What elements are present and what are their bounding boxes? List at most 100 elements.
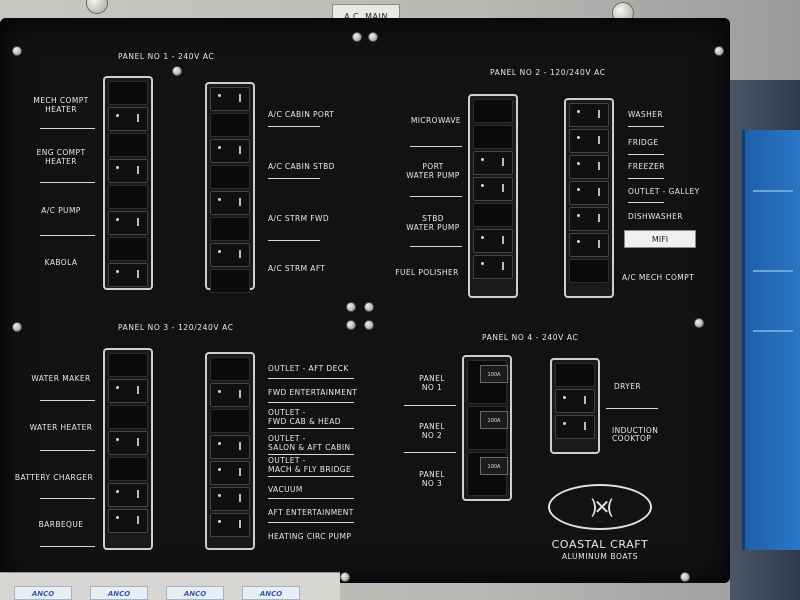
- screw: [346, 302, 356, 312]
- main-breaker-2[interactable]: 100A: [467, 406, 508, 450]
- breaker-switch[interactable]: [569, 181, 609, 205]
- breaker-switch[interactable]: [108, 379, 148, 403]
- breaker-switch[interactable]: [210, 357, 250, 381]
- breaker-switch[interactable]: [473, 255, 513, 279]
- breaker-switch[interactable]: [555, 363, 595, 387]
- panel3-label: BATTERY CHARGER: [14, 473, 94, 482]
- panel2-label: OUTLET - GALLEY: [628, 187, 700, 196]
- breaker-switch[interactable]: [210, 409, 250, 433]
- screw: [694, 318, 704, 328]
- panel3-label: WATER HEATER: [29, 423, 93, 432]
- breaker-switch[interactable]: [210, 243, 250, 267]
- anco-sticker: ANCO: [90, 586, 148, 600]
- panel1-heading: PANEL NO 1 - 240V AC: [118, 52, 215, 61]
- panel3-right-breaker-column: [205, 352, 255, 550]
- panel2-label: FRIDGE: [628, 138, 659, 147]
- panel1-label: A/C STRM FWD: [268, 214, 329, 223]
- breaker-switch[interactable]: [108, 457, 148, 481]
- breaker-switch[interactable]: [473, 177, 513, 201]
- panel2-left-breaker-column: [468, 94, 518, 298]
- breaker-switch[interactable]: [210, 87, 250, 111]
- screw: [172, 66, 182, 76]
- breaker-switch[interactable]: [210, 269, 250, 293]
- panel3-label: OUTLET -MACH & FLY BRIDGE: [268, 456, 352, 474]
- breaker-switch[interactable]: [473, 229, 513, 253]
- anco-sticker: ANCO: [242, 586, 300, 600]
- breaker-switch[interactable]: [210, 513, 250, 537]
- panel2-heading: PANEL NO 2 - 120/240V AC: [490, 68, 606, 77]
- panel1-left-breaker-column: [103, 76, 153, 290]
- breaker-switch[interactable]: [569, 155, 609, 179]
- breaker-switch[interactable]: [569, 207, 609, 231]
- breaker-switch[interactable]: [108, 81, 148, 105]
- breaker-switch[interactable]: [108, 509, 148, 533]
- breaker-switch[interactable]: [108, 159, 148, 183]
- panel2-label: DISHWASHER: [628, 212, 683, 221]
- breaker-switch[interactable]: [108, 405, 148, 429]
- panel3-label: OUTLET -SALON & AFT CABIN: [268, 434, 351, 452]
- breaker-switch[interactable]: [108, 211, 148, 235]
- panel1-label: KABOLA: [44, 258, 78, 267]
- breaker-switch[interactable]: [210, 113, 250, 137]
- breaker-switch[interactable]: [108, 185, 148, 209]
- breaker-switch[interactable]: [569, 259, 609, 283]
- breaker-switch[interactable]: [210, 461, 250, 485]
- panel2-label: FUEL POLISHER: [395, 268, 459, 277]
- breaker-switch[interactable]: [473, 151, 513, 175]
- brand-subtitle: ALUMINUM BOATS: [561, 552, 639, 561]
- panel4-right-breaker-column: [550, 358, 600, 454]
- panel3-label: WATER MAKER: [31, 374, 91, 383]
- breaker-switch[interactable]: [210, 383, 250, 407]
- breaker-switch[interactable]: [108, 133, 148, 157]
- screw: [368, 32, 378, 42]
- breaker-switch[interactable]: [555, 389, 595, 413]
- screw: [714, 46, 724, 56]
- screw: [346, 320, 356, 330]
- panel3-label: HEATING CIRC PUMP: [268, 532, 352, 541]
- panel4-heading: PANEL NO 4 - 240V AC: [482, 333, 579, 342]
- panel3-label: FWD ENTERTAINMENT: [268, 388, 358, 397]
- panel2-label: WASHER: [628, 110, 663, 119]
- breaker-switch[interactable]: [210, 165, 250, 189]
- panel1-right-breaker-column: [205, 82, 255, 293]
- panel1-label: A/C STRM AFT: [268, 264, 326, 273]
- breaker-switch[interactable]: [108, 107, 148, 131]
- breaker-switch[interactable]: [473, 125, 513, 149]
- breaker-switch[interactable]: [210, 191, 250, 215]
- mifi-sticker: MIFI: [624, 230, 696, 248]
- breaker-rating: 100A: [480, 457, 508, 475]
- panel3-label: BARBEQUE: [38, 520, 84, 529]
- breaker-switch[interactable]: [108, 237, 148, 261]
- panel2-label: MICROWAVE: [410, 116, 462, 125]
- breaker-switch[interactable]: [210, 139, 250, 163]
- breaker-switch[interactable]: [473, 203, 513, 227]
- breaker-switch[interactable]: [555, 415, 595, 439]
- breaker-switch[interactable]: [210, 435, 250, 459]
- main-breaker-1[interactable]: 100A: [467, 360, 508, 404]
- anco-sticker: ANCO: [14, 586, 72, 600]
- panel2-label: A/C MECH COMPT: [622, 273, 695, 282]
- breaker-switch[interactable]: [108, 483, 148, 507]
- breaker-switch[interactable]: [569, 103, 609, 127]
- main-breaker-3[interactable]: 100A: [467, 452, 508, 496]
- breaker-switch[interactable]: [569, 129, 609, 153]
- panel3-heading: PANEL NO 3 - 120/240V AC: [118, 323, 234, 332]
- breaker-switch[interactable]: [569, 233, 609, 257]
- breaker-switch[interactable]: [210, 217, 250, 241]
- breaker-rating: 100A: [480, 365, 508, 383]
- coastal-craft-logo: [548, 484, 652, 530]
- logo-emblem-icon: )✕(: [589, 495, 614, 519]
- breaker-switch[interactable]: [473, 99, 513, 123]
- breaker-switch[interactable]: [108, 353, 148, 377]
- breaker-switch[interactable]: [108, 431, 148, 455]
- breaker-switch[interactable]: [210, 487, 250, 511]
- panel4-label: DRYER: [614, 382, 642, 391]
- panel3-label: AFT ENTERTAINMENT: [268, 508, 354, 517]
- panel1-label: A/C CABIN STBD: [268, 162, 335, 171]
- screw: [12, 322, 22, 332]
- breaker-switch[interactable]: [108, 263, 148, 287]
